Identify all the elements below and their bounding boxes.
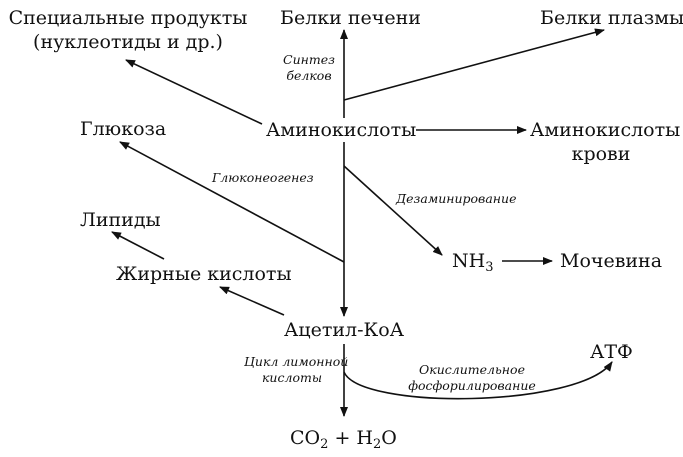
note-deamination: Дезаминирование bbox=[396, 191, 517, 206]
arrow-to-lipids bbox=[111, 231, 165, 260]
node-lipids: Липиды bbox=[80, 209, 161, 231]
node-plasma-proteins: Белки плазмы bbox=[540, 7, 683, 29]
note-citric-cycle: Цикл лимонной кислоты bbox=[244, 354, 349, 386]
ammonia-subscript: 3 bbox=[485, 260, 494, 275]
arrow-to-glucose bbox=[119, 141, 345, 263]
note-oxidative-phosphorylation: Окислительное фосфорилирование bbox=[404, 362, 540, 394]
node-amino-acids: Аминокислоты bbox=[266, 119, 417, 141]
node-special-products: Специальные продукты (нуклеотиды и др.) bbox=[4, 6, 252, 54]
arrow-to-ammonia bbox=[343, 165, 443, 256]
node-ammonia: NH3 bbox=[452, 249, 494, 275]
node-blood-amino-acids: Аминокислоты крови bbox=[530, 118, 681, 166]
protein-synthesis-line-1: Синтез bbox=[283, 52, 335, 67]
citric-cycle-line-2: кислоты bbox=[261, 370, 323, 385]
o-text: O bbox=[381, 427, 397, 449]
node-urea: Мочевина bbox=[560, 250, 663, 272]
note-protein-synthesis: Синтез белков bbox=[280, 52, 338, 84]
oxidative-phosphorylation-line-1: Окислительное bbox=[419, 362, 525, 377]
node-glucose: Глюкоза bbox=[80, 118, 167, 140]
protein-synthesis-line-2: белков bbox=[286, 68, 332, 83]
special-products-line-2: (нуклеотиды и др.) bbox=[33, 31, 223, 53]
node-liver-proteins: Белки печени bbox=[280, 7, 421, 29]
blood-amino-acids-line-1: Аминокислоты bbox=[530, 119, 681, 141]
ammonia-base: NH bbox=[452, 250, 486, 272]
h2-subscript: 2 bbox=[372, 437, 382, 452]
special-products-line-1: Специальные продукты bbox=[8, 7, 248, 29]
note-gluconeogenesis: Глюконеогенез bbox=[212, 170, 314, 185]
node-acetyl-coa: Ацетил-КоА bbox=[284, 319, 405, 341]
co-text: CO bbox=[290, 427, 321, 449]
arrow-to-special-products bbox=[125, 59, 263, 125]
plus-h-text: + H bbox=[328, 427, 373, 449]
arrow-to-fatty-acids bbox=[219, 286, 285, 316]
citric-cycle-line-1: Цикл лимонной bbox=[244, 354, 349, 369]
co2-subscript: 2 bbox=[320, 437, 329, 452]
arrow-to-plasma-proteins bbox=[343, 28, 605, 101]
blood-amino-acids-line-2: крови bbox=[571, 143, 631, 165]
node-fatty-acids: Жирные кислоты bbox=[116, 263, 292, 285]
arrow-to-atp bbox=[343, 361, 613, 400]
oxidative-phosphorylation-line-2: фосфорилирование bbox=[408, 378, 536, 393]
node-co2-h2o: CO2 + H2O bbox=[290, 426, 397, 452]
node-atp: АТФ bbox=[590, 341, 633, 363]
